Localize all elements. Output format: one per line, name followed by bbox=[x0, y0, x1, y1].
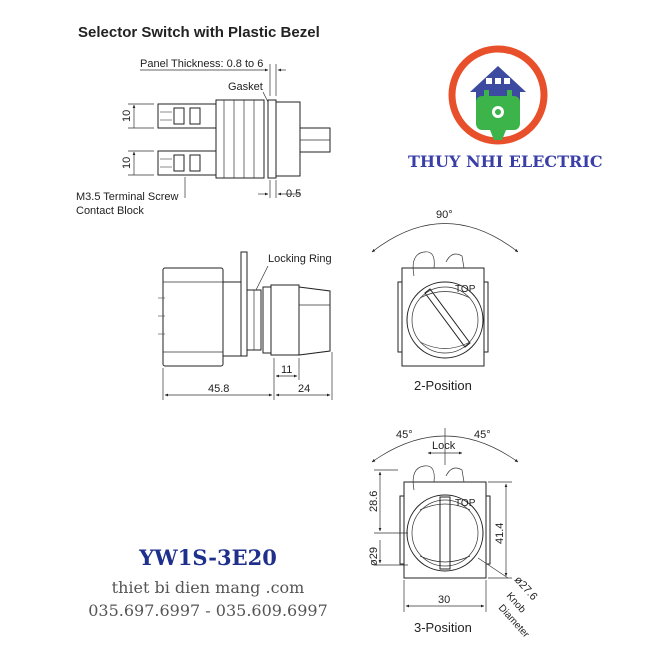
label-3-position: 3-Position bbox=[414, 620, 472, 635]
dim-28-6: 28.6 bbox=[368, 491, 380, 512]
top-side-view: Panel Thickness: 0.8 to 6 Gasket 10 bbox=[76, 58, 331, 217]
lock-label: Lock bbox=[432, 440, 456, 452]
locking-ring-label: Locking Ring bbox=[268, 253, 332, 265]
dim-10-lower: 10 bbox=[121, 157, 133, 169]
dim-dia-29: ø29 bbox=[368, 547, 380, 566]
brand-name: THUY NHI ELECTRIC bbox=[408, 152, 603, 171]
panel-thickness-label: Panel Thickness: 0.8 to 6 bbox=[140, 58, 263, 70]
dim-45-8: 45.8 bbox=[208, 383, 229, 395]
angle-45-right: 45° bbox=[474, 429, 491, 441]
dim-30: 30 bbox=[438, 594, 450, 606]
brand-logo: THUY NHI ELECTRIC bbox=[408, 45, 603, 171]
dim-41-4: 41.4 bbox=[494, 523, 506, 544]
top-mark-3pos: TOP bbox=[455, 498, 476, 509]
phone-numbers: 035.697.6997 - 035.609.6997 bbox=[88, 601, 328, 620]
two-position-view: 90° TOP 2-Position bbox=[371, 209, 519, 393]
page-title: Selector Switch with Plastic Bezel bbox=[78, 24, 320, 41]
contact-block-label: Contact Block bbox=[76, 205, 144, 217]
top-mark-2pos: TOP bbox=[455, 284, 476, 295]
gasket-label: Gasket bbox=[228, 81, 263, 93]
middle-side-view: Locking Ring 45.8 11 24 bbox=[158, 251, 333, 400]
dim-24: 24 bbox=[298, 383, 310, 395]
dim-11: 11 bbox=[281, 364, 292, 376]
website-text: thiet bi dien mang .com bbox=[111, 578, 305, 597]
angle-90: 90° bbox=[436, 209, 453, 221]
dim-10-upper: 10 bbox=[121, 110, 133, 122]
logo-ring-icon bbox=[448, 45, 548, 145]
model-number: YW1S-3E20 bbox=[139, 545, 277, 570]
terminal-screw-label: M3.5 Terminal Screw bbox=[76, 191, 179, 203]
label-2-position: 2-Position bbox=[414, 378, 472, 393]
angle-45-left: 45° bbox=[396, 429, 413, 441]
dim-0-5: 0.5 bbox=[286, 188, 301, 200]
